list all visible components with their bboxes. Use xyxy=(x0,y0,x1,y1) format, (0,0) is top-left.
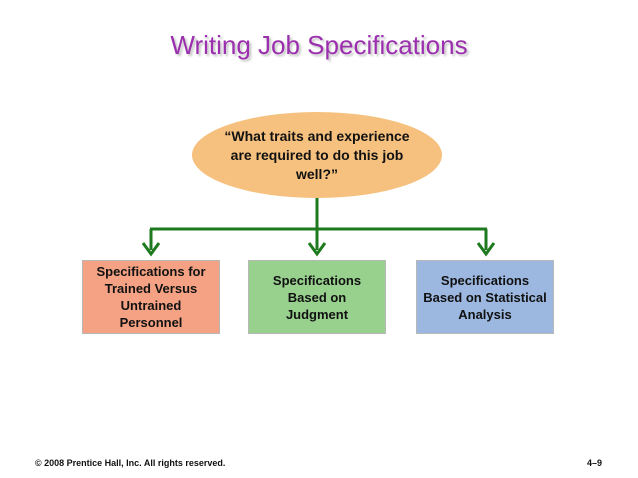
slide-title: Writing Job Specifications xyxy=(170,30,468,60)
box-label: Specifications for Trained Versus Untrai… xyxy=(96,264,206,330)
arrowhead-left xyxy=(141,242,161,257)
question-oval: “What traits and experience are required… xyxy=(192,112,442,198)
arrowhead-right xyxy=(476,242,496,257)
question-text: “What traits and experience are required… xyxy=(224,127,410,182)
box-label: Specifications Based on Statistical Anal… xyxy=(423,272,547,322)
box-statistical-analysis: Specifications Based on Statistical Anal… xyxy=(416,260,554,334)
box-trained-vs-untrained: Specifications for Trained Versus Untrai… xyxy=(82,260,220,334)
arrowhead-middle xyxy=(307,242,327,257)
box-label: Specifications Based on Judgment xyxy=(272,272,362,322)
copyright-text: © 2008 Prentice Hall, Inc. All rights re… xyxy=(35,458,226,468)
page-number: 4–9 xyxy=(586,458,602,468)
box-based-on-judgment: Specifications Based on Judgment xyxy=(248,260,386,334)
